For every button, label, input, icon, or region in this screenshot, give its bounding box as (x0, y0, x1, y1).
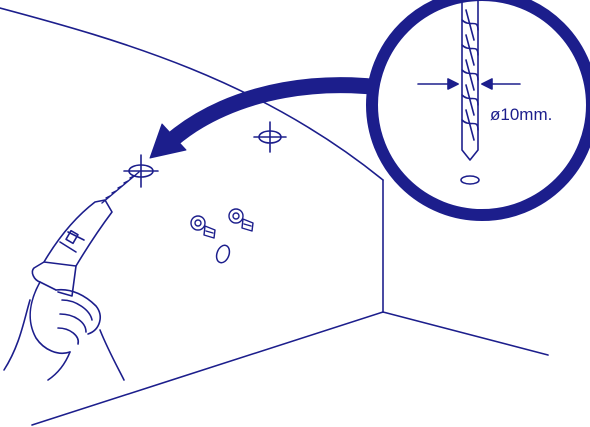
drill-mark-left (123, 154, 159, 188)
drill-bit-icon (101, 171, 140, 204)
drill-icon (31, 199, 113, 297)
wall-plug-icon (228, 208, 254, 232)
wall-outline (0, 7, 549, 426)
wall-plug-icon (190, 215, 216, 239)
drill-bit-icon (460, 0, 480, 185)
detail-magnifier (366, 0, 590, 221)
wall-hole (215, 244, 231, 264)
drill-size-label: ø10mm. (490, 105, 552, 124)
dimension-arrows (417, 78, 521, 90)
drill-mark-right (253, 121, 287, 153)
hand-icon (3, 281, 125, 381)
